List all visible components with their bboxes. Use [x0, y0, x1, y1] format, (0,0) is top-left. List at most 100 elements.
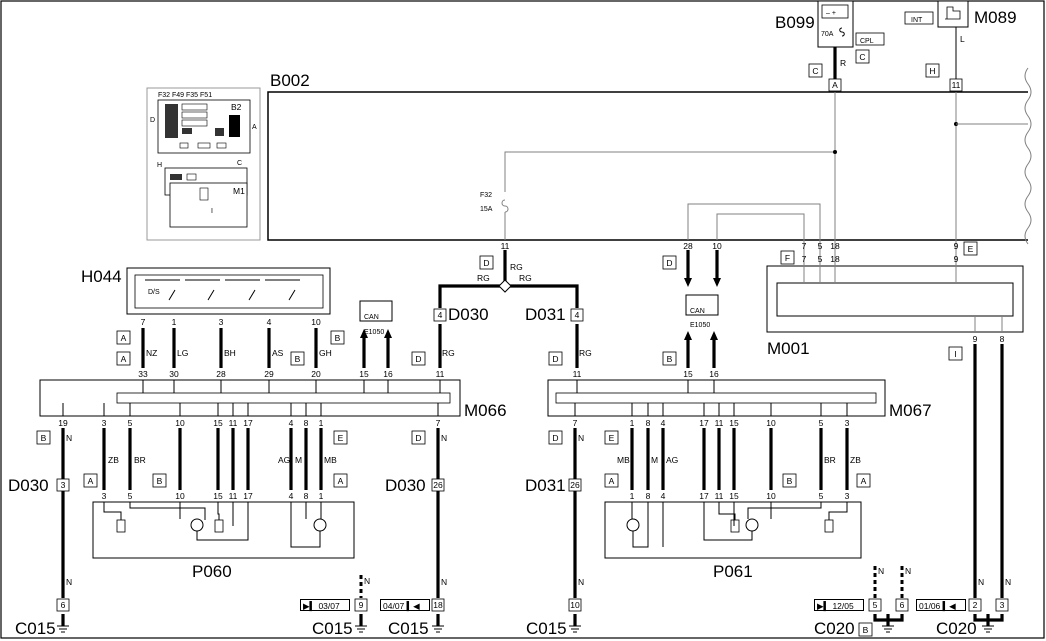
tag-m089-h-box: [925, 63, 940, 78]
wire-color-n-d031-mid: N: [578, 433, 584, 443]
wire-color-m-l: M: [295, 455, 302, 465]
wire-color-m-r: M: [651, 455, 658, 465]
int-tag: INT: [904, 11, 934, 25]
tag-p061-b-box: [782, 473, 797, 488]
m067-bottom-pin-8: 5: [819, 418, 824, 428]
e1050-right: CAN E1050: [685, 294, 719, 329]
wire-color-rg-d030: RG: [442, 348, 455, 358]
m001-bottom-pin-0: 9: [973, 334, 978, 344]
p060-motor: P060: [92, 501, 355, 581]
d030-top-label: D030: [448, 305, 489, 324]
pin-m089-11: 11: [952, 80, 961, 90]
tag-d-f32: D: [483, 258, 489, 268]
wire-color-bh: BH: [224, 348, 236, 358]
e1050-left-label: E1050: [364, 329, 384, 336]
m066-bottom-pin-10: 7: [436, 418, 441, 428]
m066-top-pin-0: 33: [138, 369, 148, 379]
m067-top-pin-0: 11: [573, 369, 582, 379]
tag-m066-d-bottom-box: [411, 430, 426, 445]
tag-m067-e: E: [609, 433, 615, 443]
tag-m089-h: H: [929, 66, 935, 76]
pin-d030-18: 18: [433, 600, 443, 610]
m066-bottom-pin-5: 11: [229, 418, 238, 428]
tag-p061-a-right-box: [856, 473, 871, 488]
b002-module: B002: [267, 67, 1032, 245]
tag-p061-a-right: A: [861, 476, 867, 486]
m001-top-pin-1: 5: [818, 254, 823, 264]
tag-h044-a1-box: [116, 330, 131, 345]
tag-h044-b1: B: [335, 333, 341, 343]
m067-top-pin-2: 16: [709, 369, 719, 379]
page-ref-c015-left[interactable]: ▶▍ 03/07: [300, 599, 350, 611]
wire-color-gh: GH: [319, 348, 332, 358]
pin-d030-26-box: [431, 478, 445, 492]
pin-b099-a-box: [828, 78, 842, 92]
tag-p060-b-box: [152, 473, 167, 488]
svg-text:– +: – +: [826, 10, 836, 17]
pin-c020-2: 2: [973, 600, 978, 610]
p061-pin-4: 11: [715, 491, 724, 501]
wire-color-rg-d031: RG: [579, 348, 592, 358]
m066-bottom-pin-1: 3: [102, 418, 107, 428]
wire-color-n-c015-dash: N: [364, 576, 370, 586]
wire-color-n-d030-mid-bottom: N: [441, 577, 447, 587]
tag-m066-d-bottom: D: [415, 433, 421, 443]
wire-color-n-c020-b: N: [1005, 577, 1011, 587]
m089-wire-color: L: [960, 34, 965, 44]
h044-ds-label: D/S: [148, 289, 160, 296]
cpl-tag: CPL: [855, 32, 885, 46]
b002-label: B002: [270, 71, 310, 90]
m067-bottom-pin-3: 4: [661, 418, 666, 428]
m067-bottom-pin-6: 15: [729, 418, 739, 428]
fuse-box-inset: F32 F49 F35 F51 B2 D A C H M1 I: [146, 87, 261, 241]
page-ref-c015-right[interactable]: 04/07 ▍◀: [380, 599, 430, 611]
wire-color-nz: NZ: [146, 348, 157, 358]
m001-top-pin-0: 7: [802, 254, 807, 264]
tag-e-9-box: [963, 241, 978, 256]
wire-color-rg-right: RG: [519, 273, 532, 283]
c015-label-3: C015: [388, 619, 429, 638]
inset-letter-i: I: [211, 208, 213, 215]
tag-h044-a2-box: [116, 351, 131, 366]
tag-f-m001: F: [785, 253, 790, 263]
ground-symbols: [57, 614, 1004, 633]
tag-b099-c: C: [812, 66, 818, 76]
p060-pin-2: 10: [175, 491, 185, 501]
wire-color-mb-l: MB: [324, 455, 337, 465]
svg-text:INT: INT: [911, 17, 923, 24]
h044-pin-4: 10: [311, 317, 321, 327]
tag-p060-a-right: A: [338, 476, 344, 486]
c015-label-2: C015: [312, 619, 353, 638]
m001-module: M001: [766, 265, 1024, 358]
tag-i-m001-box: [948, 346, 963, 361]
p060-pin-8: 1: [319, 491, 324, 501]
page-ref-c020-right[interactable]: 01/06 ▍◀: [916, 599, 966, 611]
d031-mid-label: D031: [525, 476, 566, 495]
tag-m067-d-top: D: [552, 354, 558, 364]
tag-m067-b-top: B: [667, 354, 673, 364]
m067-bottom-pin-4: 17: [699, 418, 709, 428]
m066-top-pin-1: 30: [169, 369, 179, 379]
h044-pin-0: 7: [141, 317, 146, 327]
h044-pin-2: 3: [219, 317, 224, 327]
b099-wire-color: R: [840, 58, 846, 68]
pin-d030-left-6: 6: [61, 600, 66, 610]
tag-cpl-c-box: [855, 49, 870, 64]
p061-pin-2: 4: [661, 491, 666, 501]
pin-c015-9-box: [354, 598, 368, 612]
m066-bottom-pin-6: 17: [243, 418, 253, 428]
m066-bottom-pin-0: 19: [58, 418, 68, 428]
pin-c020-6-box: [895, 598, 909, 612]
b002-pin-6: 9: [954, 241, 959, 251]
pin-c020-3: 3: [1000, 600, 1005, 610]
m067-bottom-pin-9: 3: [845, 418, 850, 428]
wire-color-n-d030-left: N: [66, 433, 72, 443]
pin-d031-10: 10: [570, 600, 580, 610]
pin-d031-26-box: [568, 478, 582, 492]
page-ref-c020-left[interactable]: ▶▍ 12/05: [814, 599, 864, 611]
inset-letter-h: H: [157, 162, 162, 169]
m066-top-pin-6: 16: [383, 369, 393, 379]
p061-label: P061: [713, 562, 753, 581]
tag-h044-b2-box: [290, 351, 305, 366]
p061-pin-8: 3: [845, 491, 850, 501]
